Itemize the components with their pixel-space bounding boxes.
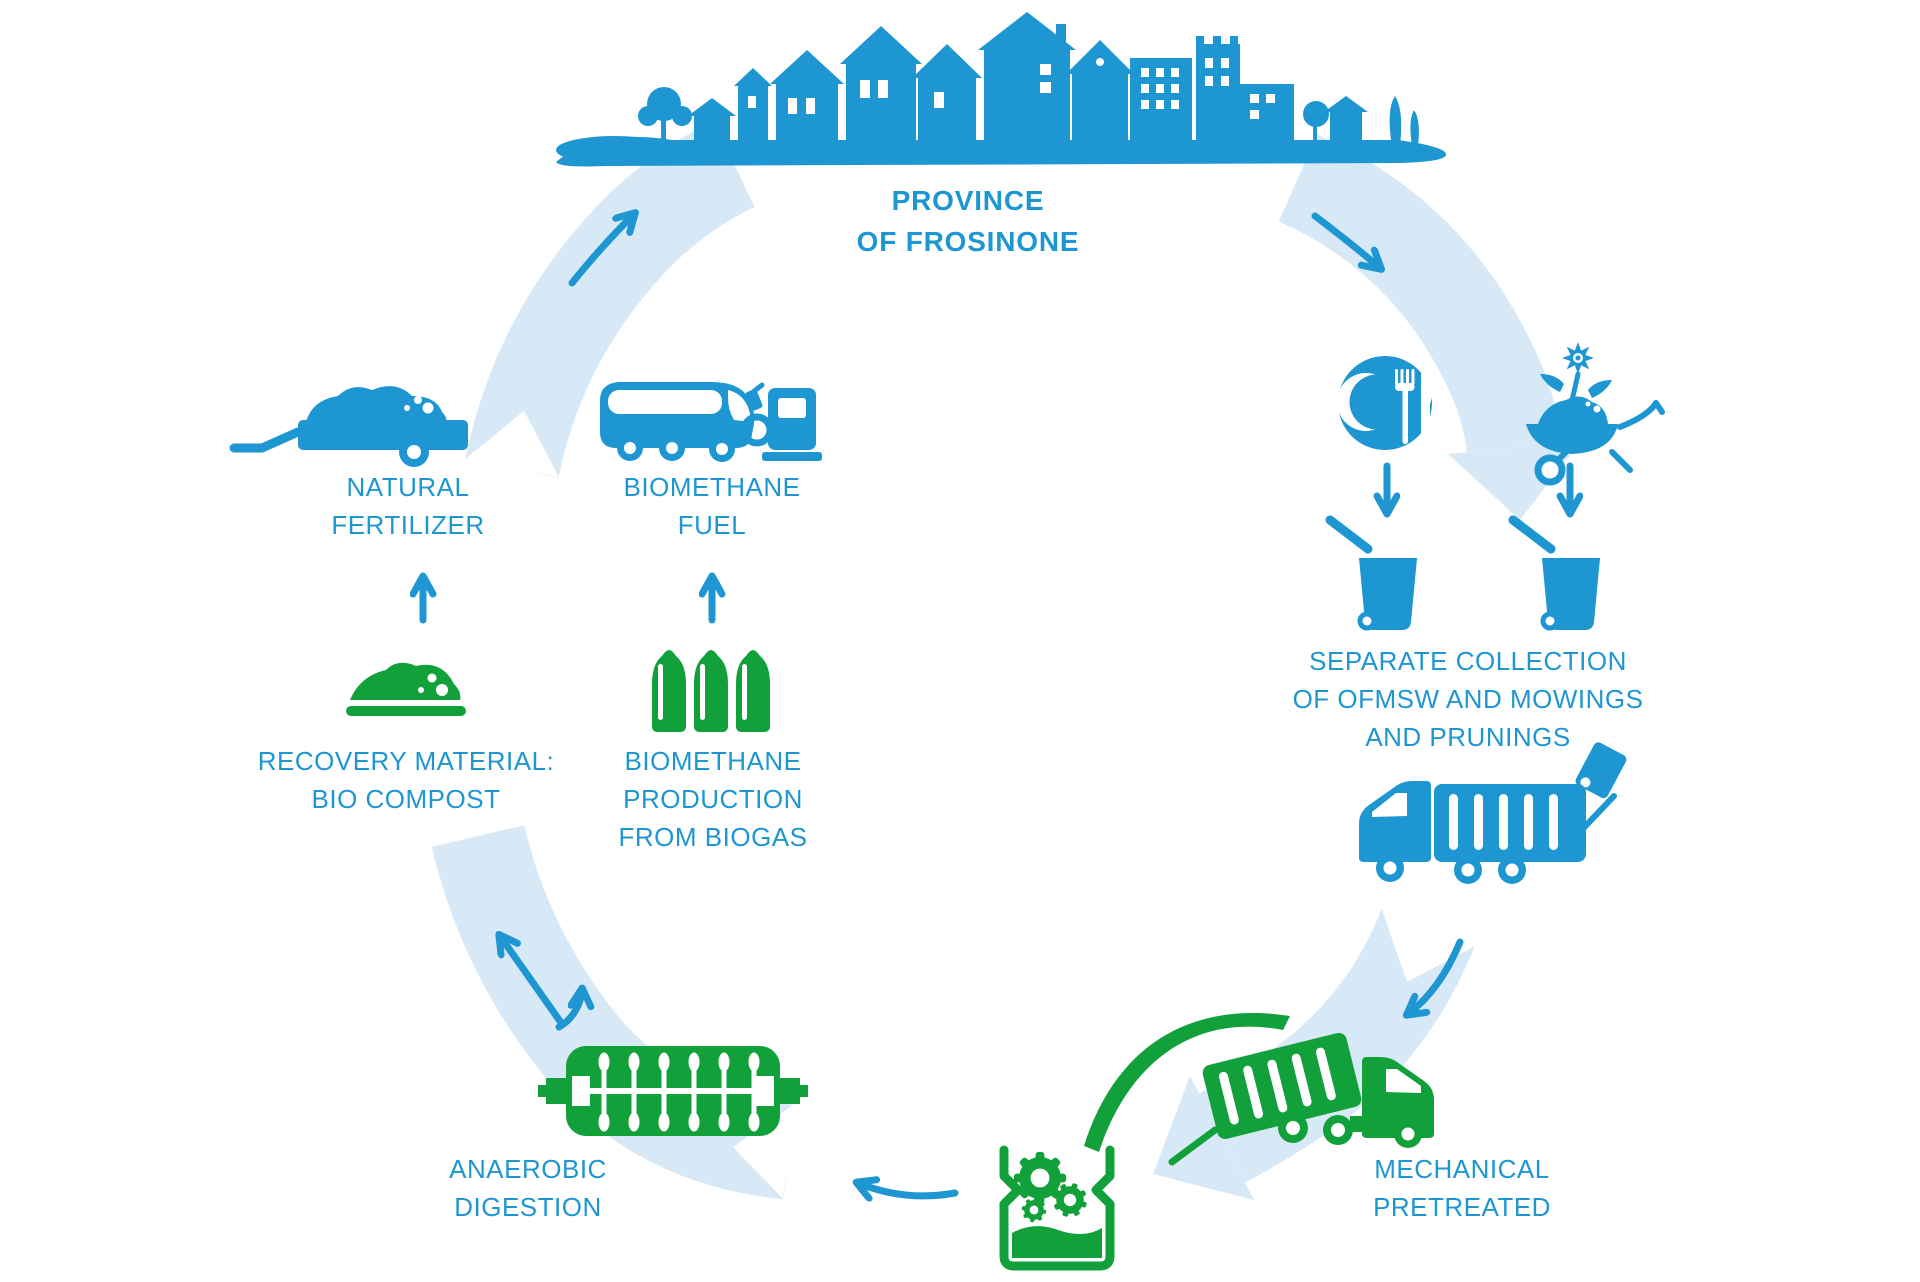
mechanical-pretreated-label: MECHANICAL PRETREATED — [1373, 1154, 1551, 1222]
flow-arrow-to-digestion — [858, 1183, 959, 1196]
waste-bin-icon — [1325, 515, 1417, 631]
province-title: PROVINCE OF FROSINONE — [856, 185, 1080, 257]
garbage-truck-icon — [1359, 742, 1627, 884]
flow-arrow-fork — [500, 936, 582, 1031]
anaerobic-digester-icon — [538, 1046, 808, 1136]
biomethane-production-label: BIOMETHANE PRODUCTION FROM BIOGAS — [618, 746, 808, 852]
plate-cutlery-icon — [1337, 356, 1433, 450]
flow-arrow-from-city — [1311, 212, 1380, 268]
gas-cylinders-icon — [652, 650, 770, 732]
dump-truck-icon — [1084, 1013, 1434, 1166]
compost-pile-icon — [346, 662, 466, 716]
fertilizer-trailer-icon — [229, 386, 468, 467]
waste-bin-icon — [1508, 515, 1600, 631]
separate-collection-label: SEPARATE COLLECTION OF OFMSW AND MOWINGS… — [1292, 646, 1644, 752]
flow-arrows-collection — [1387, 462, 1570, 512]
recovery-material-label: RECOVERY MATERIAL: BIO COMPOST — [257, 746, 555, 814]
flow-arrow-to-city — [568, 214, 634, 287]
pour-swoosh — [1084, 1013, 1290, 1152]
wheelbarrow-flower-icon — [1526, 342, 1665, 486]
anaerobic-digestion-label: ANAEROBIC DIGESTION — [449, 1154, 607, 1222]
flow-arrow-to-pretreatment — [1408, 938, 1464, 1014]
pretreatment-hopper-gears-icon — [999, 1145, 1115, 1271]
fuel-pump-icon — [740, 388, 822, 461]
bus-icon — [600, 382, 765, 462]
biomethane-fuel-label: BIOMETHANE FUEL — [623, 472, 801, 540]
city-skyline-icon — [556, 12, 1447, 167]
natural-fertilizer-label: NATURAL FERTILIZER — [331, 472, 485, 540]
